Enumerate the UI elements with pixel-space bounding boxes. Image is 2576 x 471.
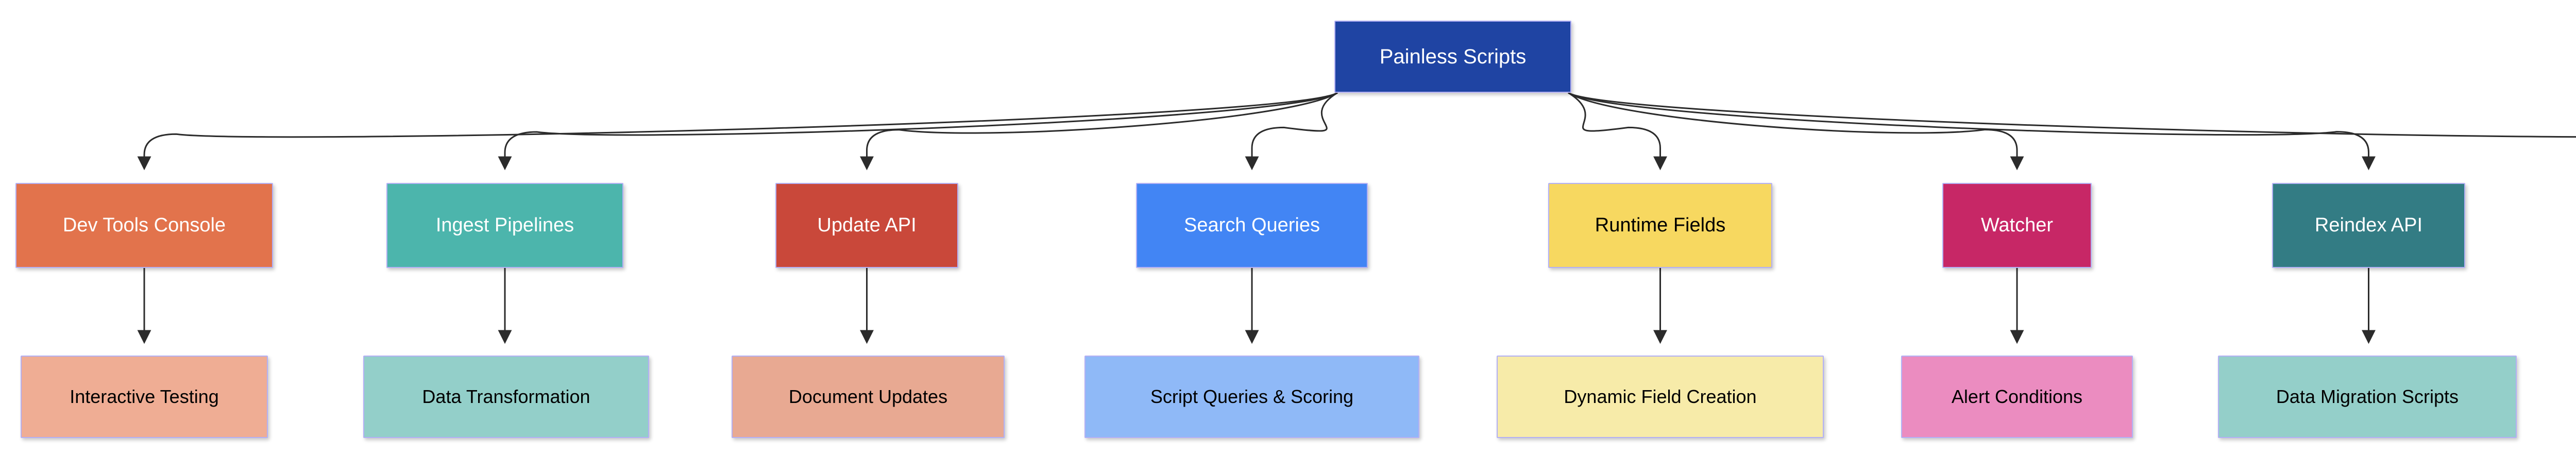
- node-watcher[interactable]: Watcher: [1942, 183, 2092, 268]
- node-dev-tools-console[interactable]: Dev Tools Console: [15, 183, 273, 268]
- node-label: Data Transformation: [422, 386, 590, 408]
- node-update-api[interactable]: Update API: [775, 183, 958, 268]
- node-root-painless-scripts[interactable]: Painless Scripts: [1334, 21, 1571, 93]
- node-script-queries-and-scoring[interactable]: Script Queries & Scoring: [1084, 356, 1419, 438]
- node-ingest-pipelines[interactable]: Ingest Pipelines: [386, 183, 623, 268]
- node-label: Dynamic Field Creation: [1564, 386, 1757, 408]
- node-document-updates[interactable]: Document Updates: [732, 356, 1005, 438]
- node-label: Document Updates: [788, 386, 948, 408]
- edge-root-to-update-api: [860, 92, 1338, 171]
- node-label: Dev Tools Console: [62, 214, 226, 236]
- edge-root-to-dev-tools-console: [137, 92, 1338, 171]
- edge-root-to-aggregations: [1568, 92, 2576, 138]
- node-data-transformation[interactable]: Data Transformation: [363, 356, 649, 438]
- node-label: Runtime Fields: [1595, 214, 1726, 236]
- edge-root-to-ingest-pipelines: [498, 92, 1338, 171]
- node-reindex-api[interactable]: Reindex API: [2272, 183, 2465, 268]
- node-interactive-testing[interactable]: Interactive Testing: [21, 356, 268, 438]
- node-label: Update API: [817, 214, 917, 236]
- node-search-queries[interactable]: Search Queries: [1136, 183, 1368, 268]
- edge-root-to-reindex-api: [1568, 92, 2376, 171]
- node-data-migration-scripts[interactable]: Data Migration Scripts: [2218, 356, 2517, 438]
- node-alert-conditions[interactable]: Alert Conditions: [1901, 356, 2133, 438]
- node-label: Interactive Testing: [70, 386, 219, 408]
- node-label: Search Queries: [1183, 214, 1320, 236]
- node-label: Ingest Pipelines: [435, 214, 574, 236]
- node-runtime-fields[interactable]: Runtime Fields: [1548, 183, 1772, 268]
- edge-root-to-watcher: [1568, 92, 2024, 171]
- node-dynamic-field-creation[interactable]: Dynamic Field Creation: [1497, 356, 1824, 438]
- node-label: Alert Conditions: [1951, 386, 2083, 408]
- edge-root-to-search-queries: [1245, 92, 1338, 171]
- node-label: Script Queries & Scoring: [1150, 386, 1354, 408]
- node-label: Reindex API: [2314, 214, 2423, 236]
- node-label: Data Migration Scripts: [2276, 386, 2459, 408]
- edge-root-to-runtime-fields: [1568, 92, 1667, 171]
- node-label: Watcher: [1980, 214, 2054, 236]
- node-label: Painless Scripts: [1379, 45, 1527, 68]
